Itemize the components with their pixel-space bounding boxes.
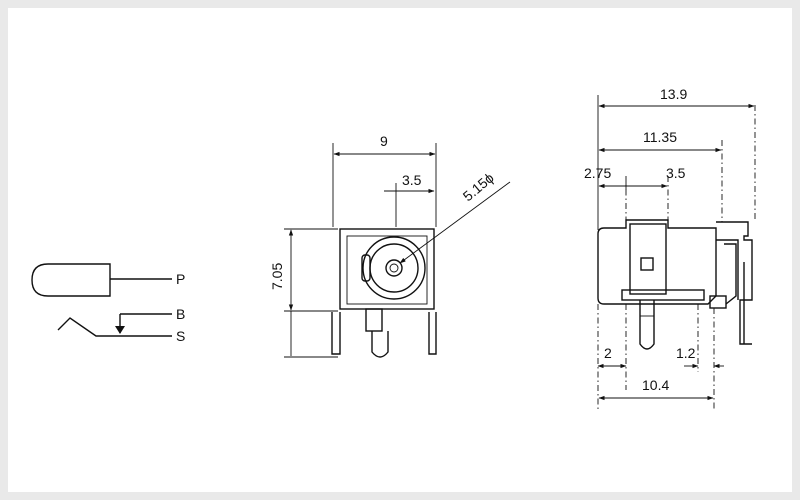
jack-schematic: P B S [31, 263, 185, 344]
front-pin-right [428, 312, 437, 355]
dim-text-length-2: 11.35 [643, 129, 677, 145]
socket-hole [385, 259, 403, 277]
dim-text-height: 7.05 [269, 263, 285, 290]
socket-center [389, 263, 399, 273]
dim-leader-hole [399, 181, 511, 264]
dim-text-hole: 5.15ϕ [460, 169, 497, 204]
dim-text-offset-b: 3.5 [666, 165, 686, 181]
side-body-outline [597, 219, 717, 305]
dim-text-bottom-right: 1.2 [676, 345, 696, 361]
socket-ring [369, 243, 419, 293]
break-contact-arrow [115, 326, 125, 334]
side-base [621, 289, 705, 301]
dim-text-bottom-span: 10.4 [642, 377, 669, 393]
dim-text-total-length: 13.9 [660, 86, 687, 102]
dimension-drawing: P B S 9 3.5 [31, 86, 756, 410]
dim-text-pitch: 3.5 [402, 172, 422, 188]
plug-tip-symbol [31, 263, 111, 297]
front-pin-center [371, 331, 389, 358]
socket-outer-ring [362, 236, 426, 300]
sleeve-contact-symbol [57, 317, 172, 337]
dim-text-offset-a: 2.75 [584, 165, 611, 181]
front-body-outline [339, 228, 435, 310]
front-pin-left [331, 312, 341, 355]
side-view: 13.9 11.35 2.75 3.5 2 1.2 10.4 [584, 86, 756, 410]
side-pin-left [639, 300, 655, 350]
terminal-label-b: B [176, 306, 185, 322]
terminal-label-s: S [176, 328, 185, 344]
front-body-inner [346, 235, 428, 305]
dim-text-bottom-left: 2 [604, 345, 612, 361]
front-pin-center-upper [365, 308, 383, 332]
terminal-label-p: P [176, 271, 185, 287]
socket-key [361, 254, 371, 282]
side-window [640, 257, 654, 271]
dim-text-width: 9 [380, 133, 388, 149]
front-view: 9 3.5 5.15ϕ 7.05 [269, 133, 511, 358]
drawing-sheet: P B S 9 3.5 [8, 8, 792, 492]
side-body-boss [629, 223, 667, 295]
side-contact-spring [716, 221, 753, 345]
side-contact-leaf [724, 243, 737, 305]
side-tab [709, 295, 727, 309]
side-contact-inner [716, 239, 739, 300]
